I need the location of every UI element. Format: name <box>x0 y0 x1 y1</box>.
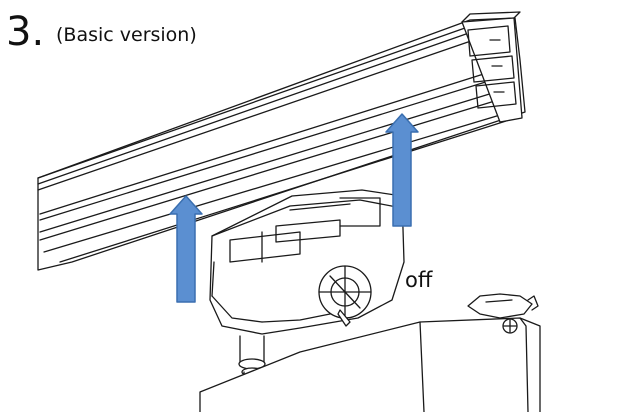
upward-arrow-icon <box>385 113 419 227</box>
track-adapter <box>209 189 405 411</box>
step-caption: (Basic version) <box>56 24 197 46</box>
state-label-off: off <box>405 268 433 292</box>
lamp-housing <box>199 317 541 412</box>
upward-arrow-icon <box>169 195 203 303</box>
track-rail <box>37 11 526 271</box>
locking-lever <box>467 293 539 334</box>
step-number: 3. <box>6 9 45 55</box>
